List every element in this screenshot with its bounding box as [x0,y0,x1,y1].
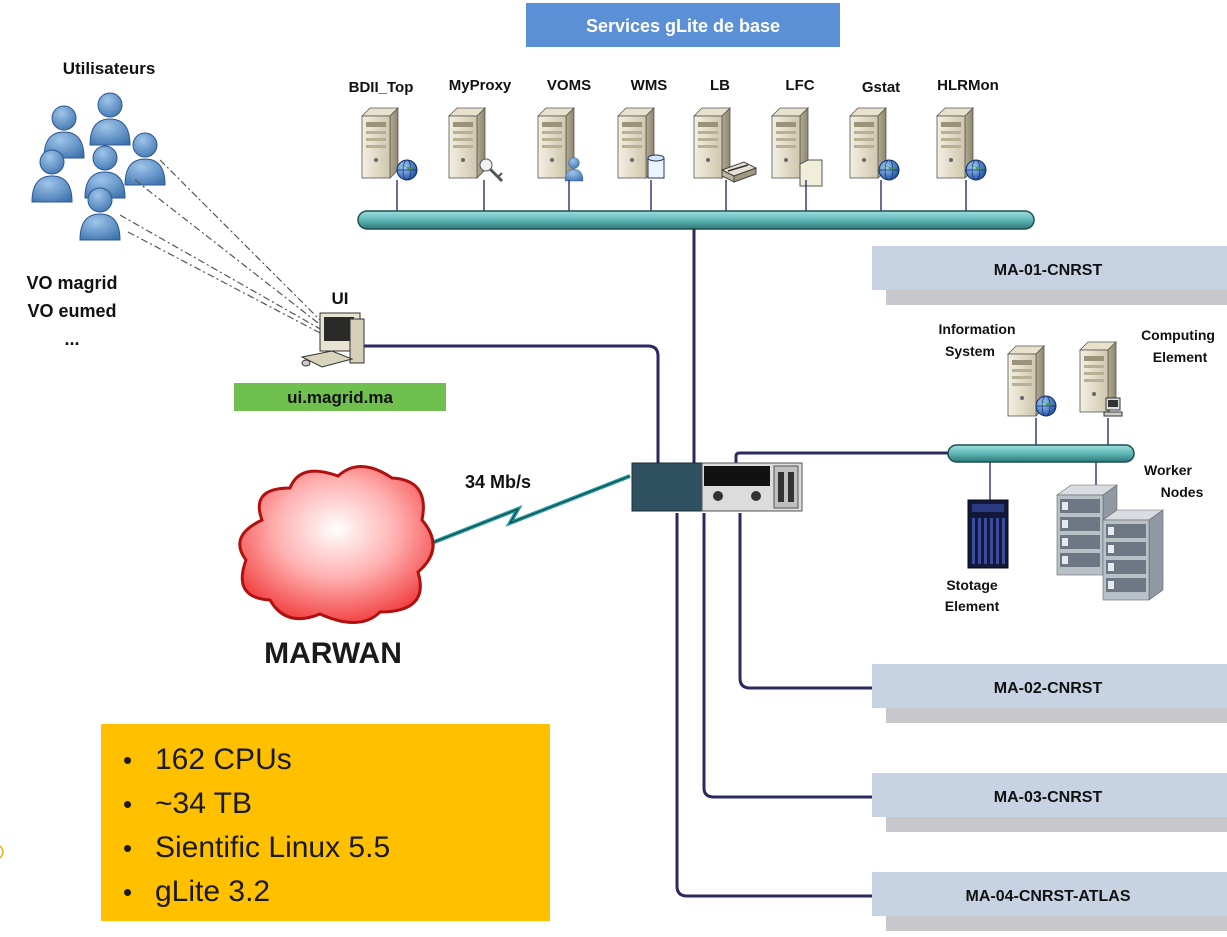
site-box-ma-03: MA-03-CNRST [872,773,1227,832]
scanner-icon [720,161,758,183]
summary-item: ~34 TB [123,782,550,826]
site-label: MA-03-CNRST [994,789,1103,806]
core-switch [631,462,803,512]
service-label: LB [710,77,730,94]
info-system-label: System [945,343,995,359]
storage-element-label: Stotage [946,577,998,593]
user-connections [119,159,323,335]
wan-speed: 34 Mb/s [465,472,531,492]
service-label: LFC [785,77,814,94]
vo-line: VO magrid [26,273,117,293]
storage-element-icon [967,499,1009,569]
edge-mark [0,845,4,859]
summary-item: 162 CPUs [123,738,550,782]
globe-icon [1035,395,1057,417]
globe-icon [965,159,987,181]
summary-list: 162 CPUs ~34 TB Sientific Linux 5.5 gLit… [123,738,550,914]
ui-host-label: ui.magrid.ma [287,388,393,407]
computing-element-label: Computing [1141,327,1215,343]
site-label: MA-02-CNRST [994,680,1103,697]
summary-item: Sientific Linux 5.5 [123,826,550,870]
site-box-ma-02: MA-02-CNRST [872,664,1227,723]
folder-icon [799,159,823,187]
service-label: MyProxy [449,77,512,94]
network-wires [364,229,1109,898]
users-icon [31,92,166,241]
services-bus [357,210,1035,230]
worker-nodes-label: Worker [1144,462,1193,478]
key-icon [479,158,504,183]
ui-title: UI [332,289,349,308]
site-bus [947,444,1135,463]
services-banner [526,3,840,47]
computing-element-label: Element [1153,349,1208,365]
services-banner-label: Services gLite de base [586,16,780,36]
worker-nodes-icon [1056,484,1164,601]
service-label: HLRMon [937,77,999,94]
service-servers: BDII_Top MyProxy VOMS WMS LB [349,77,999,212]
site-label: MA-01-CNRST [994,262,1103,279]
service-label: BDII_Top [349,79,414,96]
info-system-label: Information [939,321,1016,337]
globe-icon [878,159,900,181]
service-label: WMS [631,77,668,94]
site-box-ma-04: MA-04-CNRST-ATLAS [872,872,1227,931]
wan-name: MARWAN [264,637,402,670]
database-icon [647,154,665,179]
site-box-ma-01: MA-01-CNRST [872,246,1227,305]
cloud-icon [238,465,435,624]
workstation-icon [300,312,365,368]
globe-icon [396,159,418,181]
users-title: Utilisateurs [63,59,156,78]
vo-line: VO eumed [27,301,116,321]
vo-line: ... [64,329,79,349]
service-label: VOMS [547,77,591,94]
worker-nodes-label: Nodes [1161,484,1204,500]
summary-box: 162 CPUs ~34 TB Sientific Linux 5.5 gLit… [101,724,550,921]
summary-item: gLite 3.2 [123,870,550,914]
ui-host-label-bg [234,383,446,411]
monitor-icon [1103,397,1123,417]
storage-element-label: Element [945,598,1000,614]
site-label: MA-04-CNRST-ATLAS [965,888,1130,905]
service-label: Gstat [862,79,900,96]
